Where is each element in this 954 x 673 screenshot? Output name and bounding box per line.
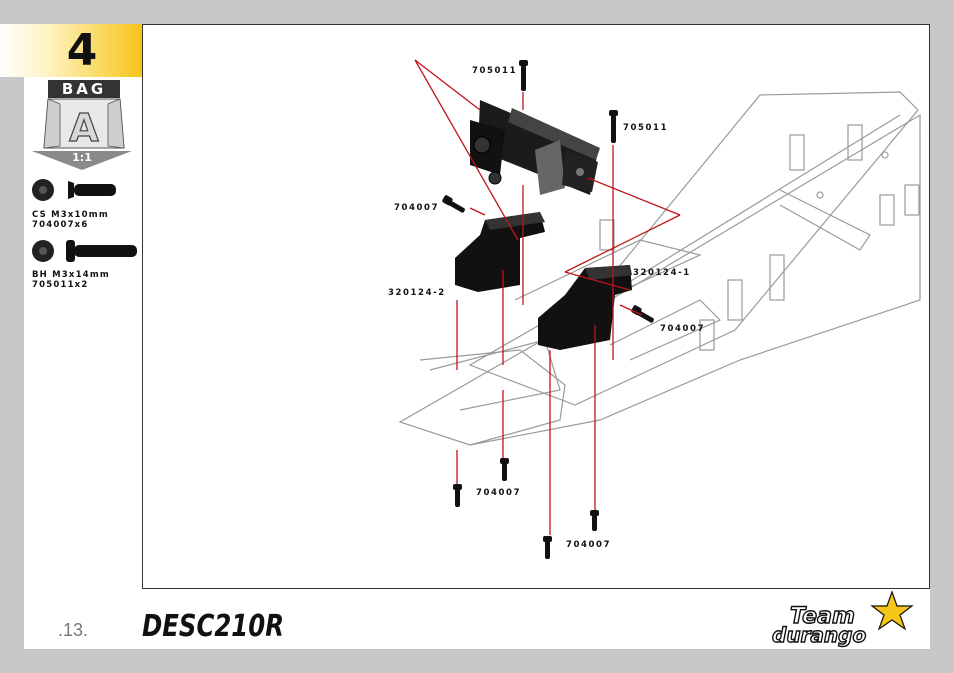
servo-part xyxy=(470,100,600,195)
svg-text:Team: Team xyxy=(790,604,855,629)
hardware-item-bh: BH M3x14mm 705011x2 xyxy=(32,270,110,290)
svg-text:durango: durango xyxy=(772,623,866,647)
screw-icons xyxy=(442,60,654,559)
hardware-code: 705011x2 xyxy=(32,280,89,290)
brand-logo: Team durango xyxy=(771,590,914,648)
bag-letter: A xyxy=(69,106,99,150)
star-icon xyxy=(870,590,914,631)
hardware-item-cs: CS M3x10mm 704007x6 xyxy=(32,210,109,230)
scale-label: 1:1 xyxy=(72,151,92,164)
callout-mount-left: 320124-2 xyxy=(388,288,446,298)
cs-screw-side-icon xyxy=(68,181,116,199)
callout-screw-bottom-left: 704007 xyxy=(476,488,522,498)
callout-screw-bottom-right: 704007 xyxy=(566,540,612,550)
product-logo-text: DESC210R xyxy=(142,609,284,644)
cs-screw-head-icon xyxy=(32,179,54,201)
scale-arrow xyxy=(32,151,132,170)
bh-screw-side-icon xyxy=(66,240,137,262)
hardware-name: CS M3x10mm xyxy=(32,210,109,220)
step-number: 4 xyxy=(66,25,98,76)
hardware-name: BH M3x14mm xyxy=(32,270,110,280)
callout-screw-right-mid: 704007 xyxy=(660,324,706,334)
callout-screw-top-right: 705011 xyxy=(623,123,669,133)
hardware-code: 704007x6 xyxy=(32,220,89,230)
bag-icon: A xyxy=(43,98,125,151)
step-badge xyxy=(0,24,142,77)
callout-mount-right: 320124-1 xyxy=(633,268,691,278)
bh-screw-head-icon xyxy=(32,240,54,262)
callout-screw-top-left: 705011 xyxy=(472,66,518,76)
assembly-leader-lines xyxy=(414,59,681,535)
page-number: .13. xyxy=(58,620,89,640)
servo-mount-right xyxy=(538,265,632,350)
bag-label: BAG xyxy=(48,80,120,98)
product-logo: DESC210R xyxy=(142,609,284,644)
assembly-drawing-frame xyxy=(142,24,930,589)
callout-screw-left-mid: 704007 xyxy=(394,203,440,213)
servo-mount-left xyxy=(455,212,545,292)
